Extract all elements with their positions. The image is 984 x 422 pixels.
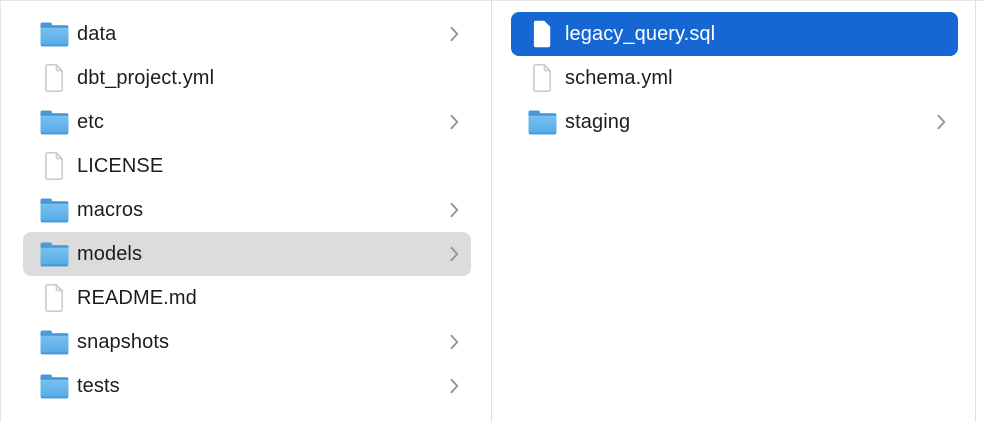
folder-icon [40,330,68,354]
folder-row[interactable]: data [23,12,471,56]
file-row[interactable]: LICENSE [23,144,471,188]
file-row[interactable]: README.md [23,276,471,320]
item-label: dbt_project.yml [77,67,215,89]
current-folder-column: legacy_query.sql schema.yml [492,1,975,422]
folder-row[interactable]: tests [23,364,471,408]
item-label: LICENSE [77,155,164,177]
parent-folder-column: data dbt_project.yml [1,1,491,422]
chevron-right-icon [450,202,459,218]
column-divider[interactable] [975,1,976,422]
file-row[interactable]: dbt_project.yml [23,56,471,100]
chevron-right-icon [450,378,459,394]
folder-icon [40,110,68,134]
chevron-right-icon [450,26,459,42]
file-row[interactable]: legacy_query.sql [511,12,958,56]
item-label: data [77,23,117,45]
folder-icon [528,110,556,134]
chevron-right-icon [937,114,946,130]
folder-row[interactable]: snapshots [23,320,471,364]
file-icon [45,152,63,180]
chevron-right-icon [450,114,459,130]
item-label: snapshots [77,331,170,353]
item-label: staging [565,111,631,133]
file-icon [533,64,551,92]
item-label: tests [77,375,120,397]
item-label: macros [77,199,144,221]
item-label: etc [77,111,104,133]
item-label: legacy_query.sql [565,23,716,45]
folder-row[interactable]: macros [23,188,471,232]
file-icon [45,64,63,92]
file-icon [533,20,551,48]
folder-icon [40,242,68,266]
folder-icon [40,198,68,222]
file-row[interactable]: schema.yml [511,56,958,100]
folder-row[interactable]: etc [23,100,471,144]
column-divider[interactable] [491,1,492,422]
next-column-sliver [976,1,984,422]
chevron-right-icon [450,334,459,350]
chevron-right-icon [450,246,459,262]
file-icon [45,284,63,312]
folder-row[interactable]: models [23,232,471,276]
folder-row[interactable]: staging [511,100,958,144]
item-label: schema.yml [565,67,673,89]
folder-icon [40,22,68,46]
folder-icon [40,374,68,398]
item-label: models [77,243,143,265]
item-label: README.md [77,287,197,309]
